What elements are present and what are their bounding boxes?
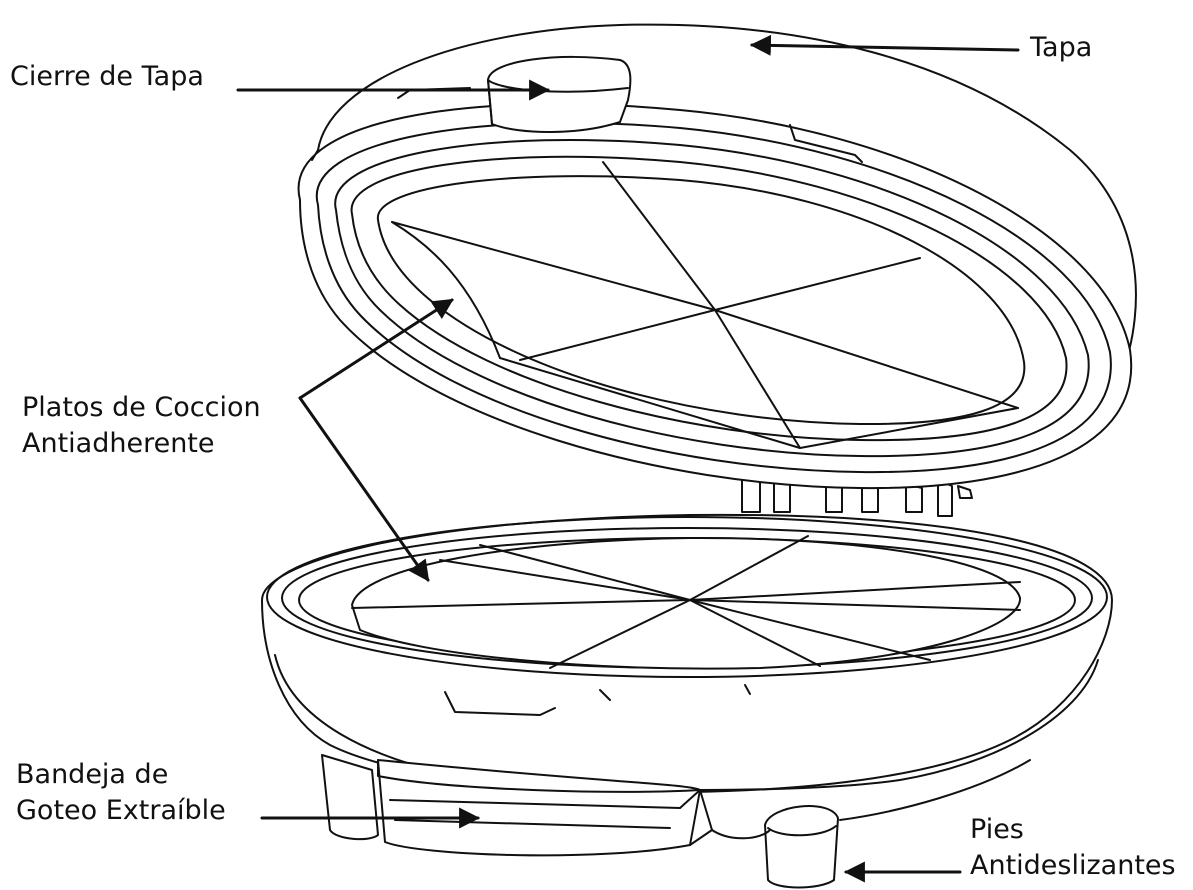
leader-arrows xyxy=(236,34,1020,883)
label-tapa-text: Tapa xyxy=(1030,32,1093,63)
label-platos-de-coccion: Platos de Coccion Antiadherente xyxy=(22,390,261,462)
label-platos-line-2: Antiadherente xyxy=(22,428,215,459)
label-bandeja-line-2: Goteo Extraíble xyxy=(16,795,226,826)
lid xyxy=(297,23,1137,490)
arrow-platos-bottom xyxy=(298,396,430,582)
label-pies-antideslizantes: Pies Antideslizantes xyxy=(970,812,1176,884)
arrow-tapa xyxy=(749,34,1020,56)
label-pies-line-1: Pies xyxy=(970,814,1024,845)
label-tapa: Tapa xyxy=(1030,30,1092,66)
arrow-platos-top xyxy=(298,298,454,400)
label-cierre-text: Cierre de Tapa xyxy=(10,61,204,92)
label-platos-line-1: Platos de Coccion xyxy=(22,392,261,423)
lid-latch xyxy=(487,55,632,133)
label-pies-line-2: Antideslizantes xyxy=(970,850,1176,881)
label-bandeja-line-1: Bandeja de xyxy=(16,759,169,790)
label-bandeja-de-goteo: Bandeja de Goteo Extraíble xyxy=(16,757,226,829)
base-body xyxy=(261,513,1113,794)
drip-tray xyxy=(377,759,713,857)
label-cierre-de-tapa: Cierre de Tapa xyxy=(10,59,204,95)
